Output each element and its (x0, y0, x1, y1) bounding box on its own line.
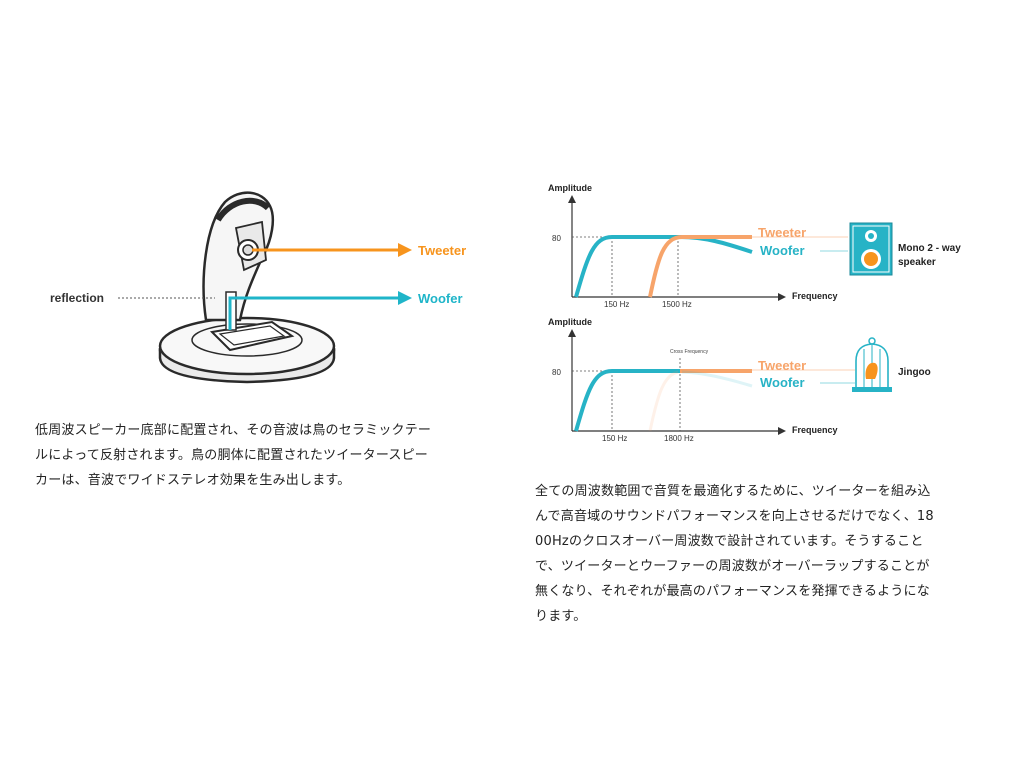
top-chart: Amplitude Frequency 80 150 Hz 1500 Hz Tw… (548, 183, 961, 309)
bottom-xtick-1: 150 Hz (602, 434, 627, 443)
top-woofer-curve (574, 235, 753, 298)
top-side-label-2: speaker (898, 257, 936, 268)
top-ylabel: Amplitude (548, 183, 592, 193)
frequency-diagram: Amplitude Frequency 80 150 Hz 1500 Hz Tw… (530, 175, 990, 450)
bottom-x-arrow (778, 427, 786, 435)
bottom-ylabel: Amplitude (548, 317, 592, 327)
speaker-illustration-svg: reflection Tweeter Woofer (50, 191, 466, 384)
bottom-y-arrow (568, 329, 576, 337)
left-caption: 低周波スピーカー底部に配置され、その音波は鳥のセラミックテー ルによって反射され… (35, 423, 432, 488)
tweeter-arrow (252, 243, 412, 257)
right-caption: 全ての周波数範囲で音質を最適化するために、ツイーターを組み込 んで高音域のサウン… (535, 484, 934, 624)
bottom-tweeter-ghost (648, 370, 679, 432)
cross-frequency-label: Cross Frequency (670, 349, 709, 355)
bottom-legend-woofer: Woofer (760, 375, 805, 390)
top-legend-woofer: Woofer (760, 243, 805, 258)
top-y-arrow (568, 195, 576, 203)
speaker-icon (849, 222, 893, 276)
speaker-base (158, 316, 336, 384)
top-side-label-1: Mono 2 - way (898, 243, 961, 254)
tweeter-label: Tweeter (418, 243, 466, 258)
birdcage-icon (852, 337, 892, 392)
top-ytick: 80 (552, 234, 561, 243)
bottom-xtick-2: 1800 Hz (664, 434, 694, 443)
bottom-chart: Amplitude Frequency 80 Cross Frequency 1… (548, 317, 931, 443)
top-x-arrow (778, 293, 786, 301)
top-tweeter-curve (648, 235, 752, 298)
frequency-diagram-svg: Amplitude Frequency 80 150 Hz 1500 Hz Tw… (548, 183, 961, 443)
top-xtick-2: 1500 Hz (662, 300, 692, 309)
bottom-woofer-curve (574, 369, 680, 432)
bottom-xlabel: Frequency (792, 425, 838, 435)
woofer-label: Woofer (418, 291, 463, 306)
reflection-label: reflection (50, 291, 104, 305)
bottom-legend-tweeter: Tweeter (758, 358, 806, 373)
speaker-illustration: reflection Tweeter Woofer (40, 180, 480, 410)
bottom-ytick: 80 (552, 368, 561, 377)
bird-body (202, 191, 274, 331)
top-legend-tweeter: Tweeter (758, 225, 806, 240)
woofer-arrow (228, 291, 412, 330)
top-xlabel: Frequency (792, 291, 838, 301)
bottom-woofer-ghost (681, 370, 753, 388)
bottom-side-label: Jingoo (898, 367, 931, 378)
top-xtick-1: 150 Hz (604, 300, 629, 309)
